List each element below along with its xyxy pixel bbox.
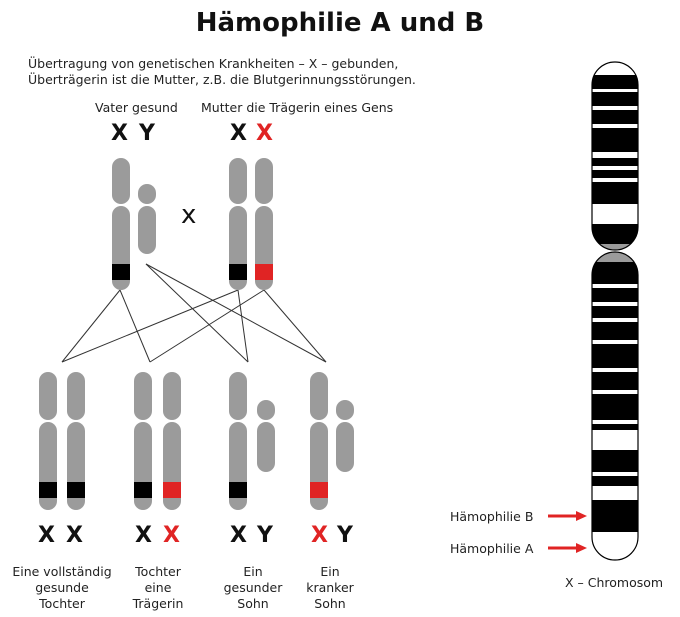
father-x-symbol: X xyxy=(111,121,128,146)
caption-line: Eine vollständig xyxy=(12,564,112,579)
father-y-chromosome xyxy=(138,184,156,254)
inheritance-line xyxy=(61,289,239,363)
inheritance-line xyxy=(149,289,265,363)
child1-x2-chromosome xyxy=(67,372,85,510)
mother-x2-chromosome xyxy=(255,158,273,290)
child4-caption: Ein kranker Sohn xyxy=(290,564,370,612)
child2-x2-symbol: X xyxy=(163,523,180,548)
child4-x-chromosome xyxy=(310,372,328,510)
x-chromosome-ideogram xyxy=(591,61,639,561)
x-chromosome-caption: X – Chromosom xyxy=(565,575,664,590)
mother-x2-symbol: X xyxy=(256,121,273,146)
inheritance-lines xyxy=(61,263,327,363)
inheritance-line xyxy=(61,289,121,363)
father-y-symbol: Y xyxy=(139,121,155,146)
child3-caption: Ein gesunder Sohn xyxy=(213,564,293,612)
hemophilia-a-arrow xyxy=(548,543,587,553)
father-label: Vater gesund xyxy=(95,100,178,115)
caption-line: Sohn xyxy=(237,596,269,611)
caption-line: Ein xyxy=(243,564,263,579)
child1-x1-symbol: X xyxy=(38,523,55,548)
caption-line: gesunde xyxy=(35,580,89,595)
child3-y-symbol: Y xyxy=(257,523,273,548)
child1-caption: Eine vollständig gesunde Tochter xyxy=(6,564,118,612)
caption-line: eine xyxy=(144,580,172,595)
child3-y-chromosome xyxy=(257,400,275,472)
child2-caption: Tochter eine Trägerin xyxy=(118,564,198,612)
intro-line-2: Überträgerin ist die Mutter, z.B. die Bl… xyxy=(28,72,416,87)
hemophilia-b-label: Hämophilie B xyxy=(450,509,534,524)
hemophilia-a-label: Hämophilie A xyxy=(450,541,534,556)
mother-label: Mutter die Trägerin eines Gens xyxy=(201,100,394,115)
inheritance-line xyxy=(145,263,249,363)
caption-line: Tochter xyxy=(135,564,181,579)
hemophilia-b-arrow xyxy=(548,511,587,521)
caption-line: kranker xyxy=(306,580,354,595)
caption-line: gesunder xyxy=(223,580,283,595)
child4-y-symbol: Y xyxy=(337,523,353,548)
caption-line: Sohn xyxy=(314,596,346,611)
child1-x2-symbol: X xyxy=(66,523,83,548)
child2-x2-chromosome xyxy=(163,372,181,510)
caption-line: Trägerin xyxy=(132,596,184,611)
child1-x1-chromosome xyxy=(39,372,57,510)
mother-x1-symbol: X xyxy=(230,121,247,146)
child4-y-chromosome xyxy=(336,400,354,472)
child2-x1-symbol: X xyxy=(135,523,152,548)
child3-x-symbol: X xyxy=(230,523,247,548)
inheritance-line xyxy=(119,289,151,363)
child2-x1-chromosome xyxy=(134,372,152,510)
caption-line: Ein xyxy=(320,564,340,579)
inheritance-line xyxy=(263,289,327,363)
cross-symbol: x xyxy=(181,200,197,230)
diagram-title: Hämophilie A und B xyxy=(195,8,485,38)
child3-x-chromosome xyxy=(229,372,247,510)
child4-x-symbol: X xyxy=(311,523,328,548)
mother-x1-chromosome xyxy=(229,158,247,290)
inheritance-line xyxy=(145,263,327,363)
inheritance-line xyxy=(237,289,249,363)
father-x-chromosome xyxy=(112,158,130,290)
intro-line-1: Übertragung von genetischen Krankheiten … xyxy=(28,56,399,71)
caption-line: Tochter xyxy=(39,596,85,611)
